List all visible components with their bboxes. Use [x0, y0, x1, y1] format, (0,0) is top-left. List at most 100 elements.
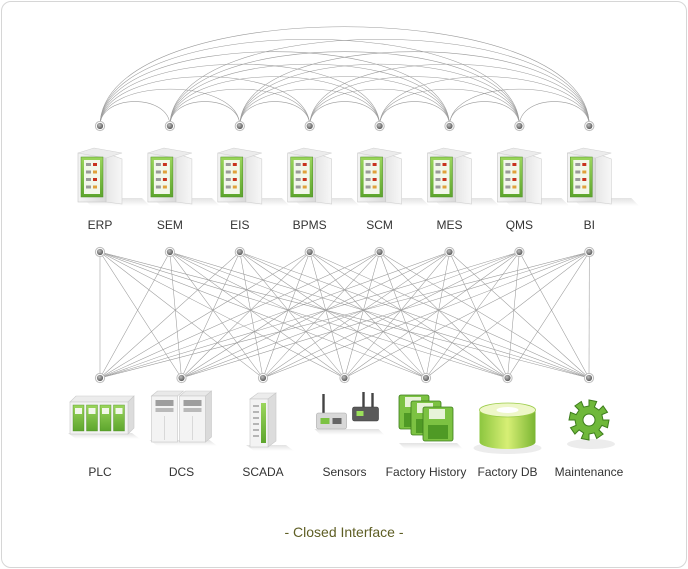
server-slot	[295, 170, 301, 174]
system-label-qms: QMS	[505, 218, 534, 232]
server-slot	[155, 185, 161, 189]
system-label-sem: SEM	[156, 218, 183, 232]
server-led	[442, 185, 447, 189]
arc-line	[99, 88, 241, 127]
arc-line	[449, 88, 590, 127]
node-dot	[446, 248, 453, 256]
server-side	[455, 152, 472, 205]
server-led	[93, 185, 97, 189]
mesh-line	[99, 251, 264, 379]
server-side	[315, 152, 333, 205]
connection-node	[584, 246, 595, 258]
db-cylinder-hole	[496, 407, 519, 413]
mesh-line	[99, 251, 310, 379]
server-led	[162, 163, 167, 166]
connection-node	[94, 372, 106, 384]
dcs-top	[150, 390, 185, 397]
connection-nodes	[94, 120, 595, 384]
server-slot	[435, 185, 441, 189]
node-dot	[306, 122, 313, 130]
server-slot	[295, 178, 301, 181]
mesh-line	[239, 251, 345, 379]
arc-line	[239, 51, 590, 127]
mesh-line	[99, 251, 590, 379]
server-slot	[505, 170, 511, 174]
mesh-line	[425, 251, 450, 379]
server-top	[357, 147, 402, 159]
server-icon	[566, 147, 640, 206]
mesh-line	[262, 251, 450, 379]
server-led	[372, 163, 377, 166]
mesh-line	[99, 251, 508, 379]
server-top	[497, 147, 542, 159]
server-icon	[217, 147, 290, 206]
connection-node	[94, 120, 106, 132]
connection-node	[583, 372, 595, 384]
node-dot	[585, 374, 593, 382]
sensors-shadow	[314, 429, 385, 435]
node-dot	[166, 122, 173, 130]
connection-node	[164, 120, 175, 132]
mesh-line	[181, 251, 241, 379]
mesh-line	[309, 251, 427, 379]
sensor-devices-icon	[314, 392, 385, 435]
arc-line	[169, 38, 590, 127]
node-dot	[166, 248, 173, 256]
server-slot	[365, 185, 371, 189]
device-icons	[68, 390, 615, 454]
mesh-line	[99, 251, 345, 379]
mesh-line	[262, 251, 380, 379]
server-side	[525, 152, 542, 205]
arc-line	[169, 63, 450, 127]
server-led	[442, 163, 447, 166]
device-label-dcs: DCS	[168, 465, 195, 479]
mesh-line	[449, 251, 508, 379]
server-slot	[365, 170, 371, 174]
sensor-led	[356, 411, 364, 416]
mesh-line	[344, 251, 450, 379]
mesh-line	[239, 251, 508, 379]
mesh-line	[262, 251, 310, 379]
system-label-eis: EIS	[230, 218, 250, 232]
connection-node	[502, 372, 513, 384]
server-slot	[86, 178, 91, 181]
connection-node	[304, 246, 315, 258]
plc-shadow	[68, 433, 140, 439]
connection-node	[420, 372, 432, 384]
node-dot	[341, 374, 348, 382]
server-top	[77, 147, 123, 159]
server-led	[582, 178, 587, 181]
node-dot	[422, 374, 430, 382]
mesh-line	[99, 251, 171, 379]
mesh-line	[181, 251, 520, 379]
mesh-line	[507, 251, 520, 379]
mesh-line	[99, 251, 240, 379]
sensor-port	[332, 418, 342, 424]
mesh-line	[181, 251, 450, 379]
server-led	[93, 178, 97, 181]
mesh-line	[425, 251, 590, 379]
server-slot	[86, 170, 91, 174]
server-led	[512, 185, 517, 189]
mesh-line	[99, 251, 380, 379]
node-dot	[96, 374, 104, 382]
server-led	[442, 170, 447, 174]
mesh-line	[169, 251, 508, 379]
arc-line	[169, 51, 520, 127]
node-dot	[236, 248, 243, 256]
plc-rack-icon	[68, 395, 140, 439]
mesh-line	[181, 251, 590, 379]
history-disks-icon	[398, 394, 463, 449]
history-shadow	[399, 443, 463, 449]
mesh-line	[519, 251, 590, 379]
server-top	[287, 147, 332, 159]
server-slot	[295, 163, 301, 166]
server-slot	[575, 170, 581, 174]
server-led	[372, 178, 377, 181]
server-slot	[365, 163, 371, 166]
mesh-connections	[99, 251, 590, 379]
server-led	[372, 170, 377, 174]
database-cylinder-icon	[473, 402, 542, 454]
disk-label	[428, 425, 448, 439]
